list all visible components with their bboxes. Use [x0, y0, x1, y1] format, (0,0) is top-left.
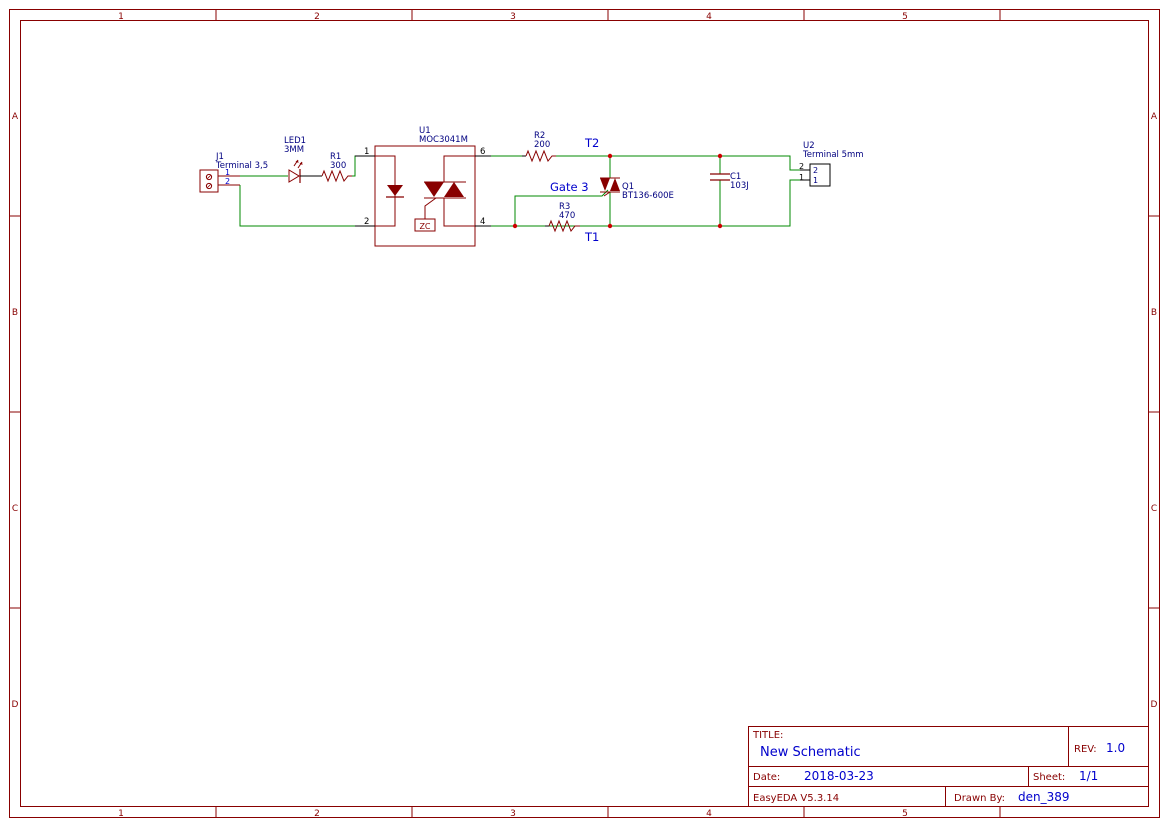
col-label-top-1: 1 — [118, 12, 124, 22]
col-label-bottom-3: 3 — [510, 809, 516, 819]
wire-t1-net — [491, 179, 800, 227]
r1-value: 300 — [330, 161, 346, 171]
date-label: Date: — [753, 772, 780, 783]
net-label-gate: Gate 3 — [550, 180, 589, 194]
u1-pin2: 2 — [364, 217, 369, 227]
row-label-left-b: B — [12, 308, 18, 318]
junction-t2-q1 — [607, 153, 613, 159]
resistor-r3: R3 470 — [545, 202, 580, 233]
led1-value: 3MM — [284, 145, 304, 155]
col-label-top-2: 2 — [314, 12, 320, 22]
net-label-t1: T1 — [584, 230, 599, 244]
u2-pin2-outer: 2 — [799, 162, 804, 171]
row-label-right-a: A — [1151, 112, 1158, 122]
connector-j1: J1 Terminal 3,5 1 2 — [199, 152, 268, 193]
wire-j1-u1pin2 — [239, 185, 368, 227]
net-labels: T2 Gate 3 T1 — [550, 136, 599, 244]
j1-designator: J1 — [215, 152, 224, 162]
junction-t1-q1 — [607, 223, 613, 229]
r2-designator: R2 — [534, 131, 545, 141]
sheet-label: Sheet: — [1033, 772, 1065, 783]
junction-t1-c1 — [717, 223, 723, 229]
u2-pin1-outer: 1 — [799, 173, 804, 182]
r1-designator: R1 — [330, 152, 341, 162]
u1-designator: U1 — [419, 126, 431, 136]
col-label-bottom-2: 2 — [314, 809, 320, 819]
row-label-left-c: C — [12, 504, 18, 514]
junctions — [512, 153, 723, 229]
q1-value: BT136-600E — [622, 191, 674, 201]
q1-designator: Q1 — [622, 182, 634, 192]
u2-designator: U2 — [803, 141, 815, 151]
optocoupler-u1: 1 2 6 4 ZC U1 MOC3041M — [355, 126, 491, 247]
rev-value: 1.0 — [1106, 741, 1125, 755]
drawn-by-value: den_389 — [1018, 790, 1070, 804]
u1-pin4: 4 — [480, 217, 485, 227]
j1-pin1: 1 — [225, 168, 230, 177]
wire-r1-u1 — [352, 155, 365, 177]
c1-designator: C1 — [730, 172, 741, 182]
wire-t2-net — [556, 155, 800, 171]
drawn-by-label: Drawn By: — [954, 793, 1005, 804]
outer-border — [9, 9, 1160, 818]
row-label-right-c: C — [1151, 504, 1157, 514]
wire-gate — [514, 189, 609, 226]
row-label-right-b: B — [1151, 308, 1157, 318]
wires — [239, 155, 800, 227]
r3-designator: R3 — [559, 202, 570, 212]
u1-pin1: 1 — [364, 147, 369, 157]
row-label-left-d: D — [12, 700, 19, 710]
col-label-top-4: 4 — [706, 12, 712, 22]
r2-value: 200 — [534, 140, 550, 150]
title-label: TITLE: — [752, 730, 783, 741]
net-label-t2: T2 — [584, 136, 599, 150]
j1-value: Terminal 3,5 — [215, 161, 268, 171]
junction-t2-c1 — [717, 153, 723, 159]
sheet-value: 1/1 — [1079, 769, 1098, 783]
c1-value: 103J — [730, 181, 749, 191]
title-block: TITLE: New Schematic REV: 1.0 Date: 2018… — [748, 726, 1149, 807]
col-label-bottom-5: 5 — [902, 809, 908, 819]
u1-zc-label: ZC — [419, 222, 430, 231]
capacitor-c1: C1 103J — [710, 172, 749, 191]
r3-value: 470 — [559, 211, 575, 221]
u2-value: Terminal 5mm — [802, 150, 864, 160]
software-label: EasyEDA V5.3.14 — [753, 793, 839, 804]
row-label-left-a: A — [12, 112, 19, 122]
col-label-bottom-4: 4 — [706, 809, 712, 819]
u1-pin6: 6 — [480, 147, 485, 157]
date-value: 2018-03-23 — [804, 769, 874, 783]
rev-label: REV: — [1074, 744, 1097, 755]
u1-value: MOC3041M — [419, 135, 468, 145]
col-label-bottom-1: 1 — [118, 809, 124, 819]
u2-pin1-inner: 1 — [813, 176, 818, 185]
triac-q1: Q1 BT136-600E — [600, 177, 674, 201]
u2-pin2-inner: 2 — [813, 166, 818, 175]
col-label-top-3: 3 — [510, 12, 516, 22]
frame-coordinates: 1 2 3 4 5 1 2 3 4 5 A B C D A B C D — [12, 12, 1158, 819]
inner-border — [20, 20, 1149, 807]
resistor-r1: R1 300 — [318, 152, 352, 183]
row-label-right-d: D — [1151, 700, 1158, 710]
j1-pin2: 2 — [225, 177, 230, 186]
connector-u2: 2 1 2 1 U2 Terminal 5mm — [799, 141, 864, 187]
col-label-top-5: 5 — [902, 12, 908, 22]
title-value: New Schematic — [760, 745, 861, 760]
led1-designator: LED1 — [284, 136, 306, 146]
junction-t1-gate — [512, 223, 518, 229]
sheet-frame — [9, 9, 1160, 818]
resistor-r2: R2 200 — [522, 131, 556, 163]
led-led1: LED1 3MM — [284, 136, 318, 183]
